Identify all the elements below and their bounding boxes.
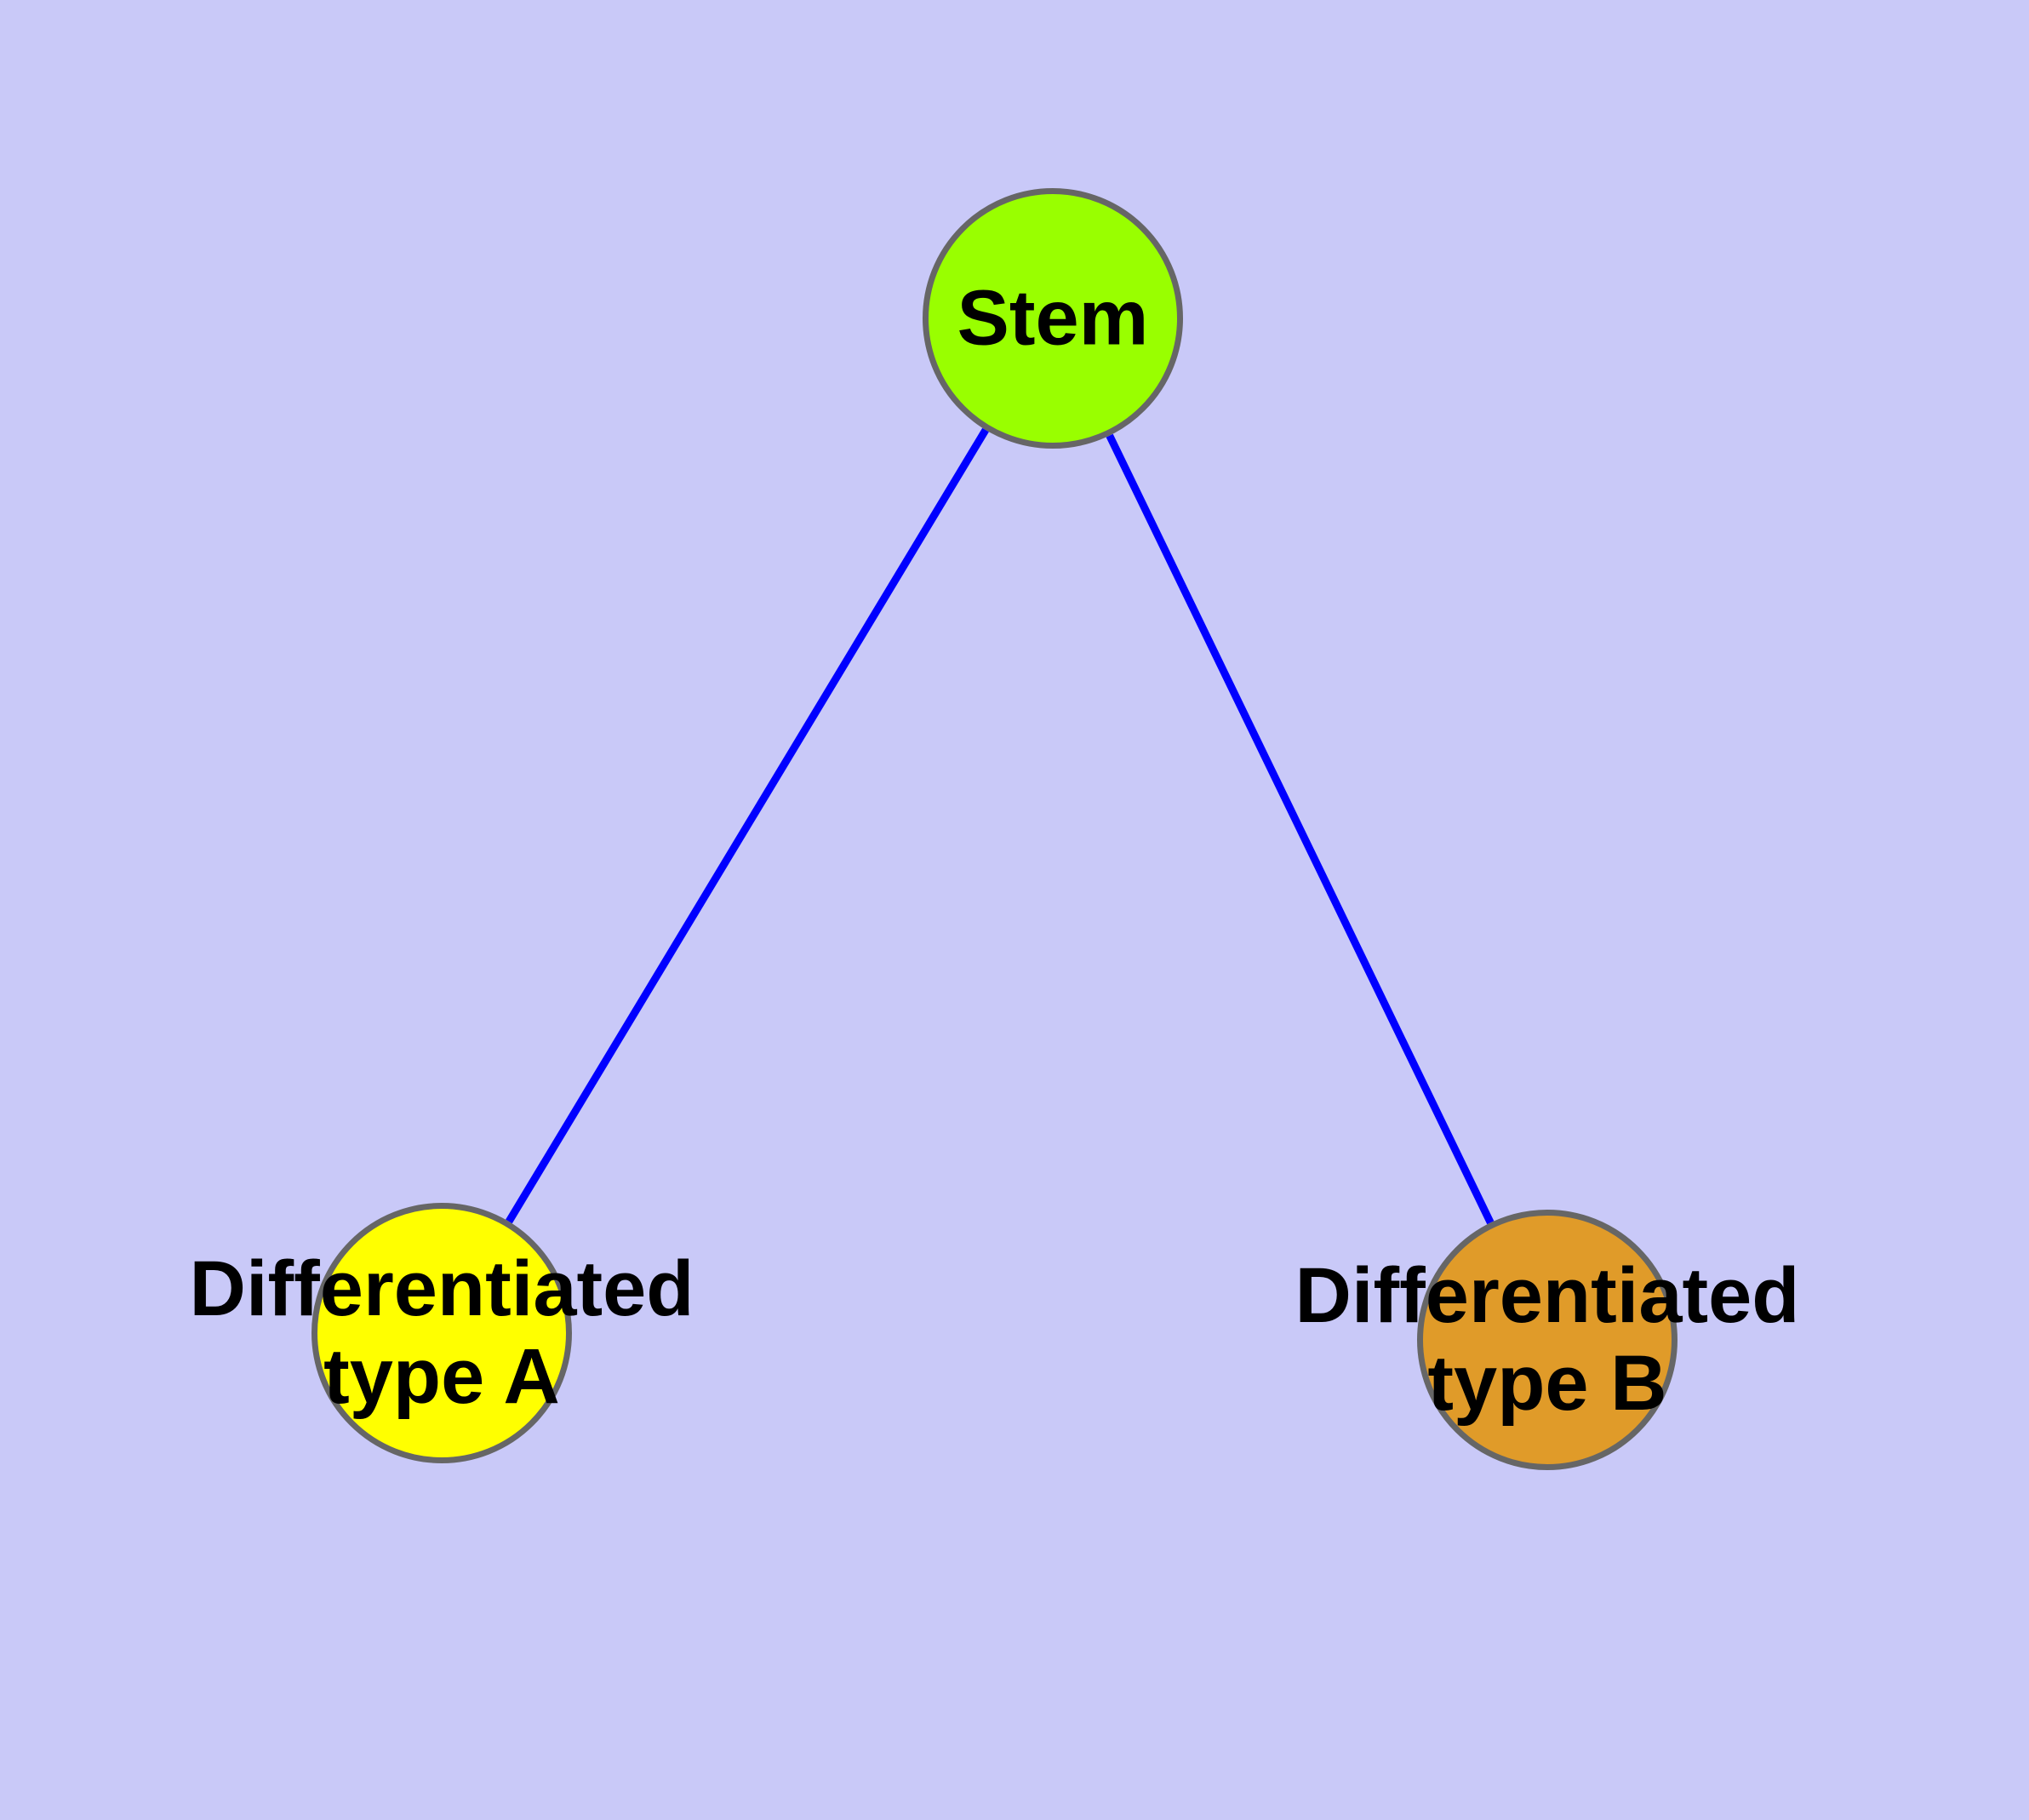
edge-stem-diff-a[interactable]: [506, 427, 989, 1224]
edge-layer: [506, 427, 1495, 1225]
node-diff_a[interactable]: [311, 1203, 572, 1463]
node-diff_b[interactable]: [1417, 1210, 1677, 1470]
edge-stem-diff-b[interactable]: [1106, 433, 1495, 1225]
node-layer: [311, 188, 1677, 1470]
node-stem[interactable]: [923, 188, 1183, 449]
